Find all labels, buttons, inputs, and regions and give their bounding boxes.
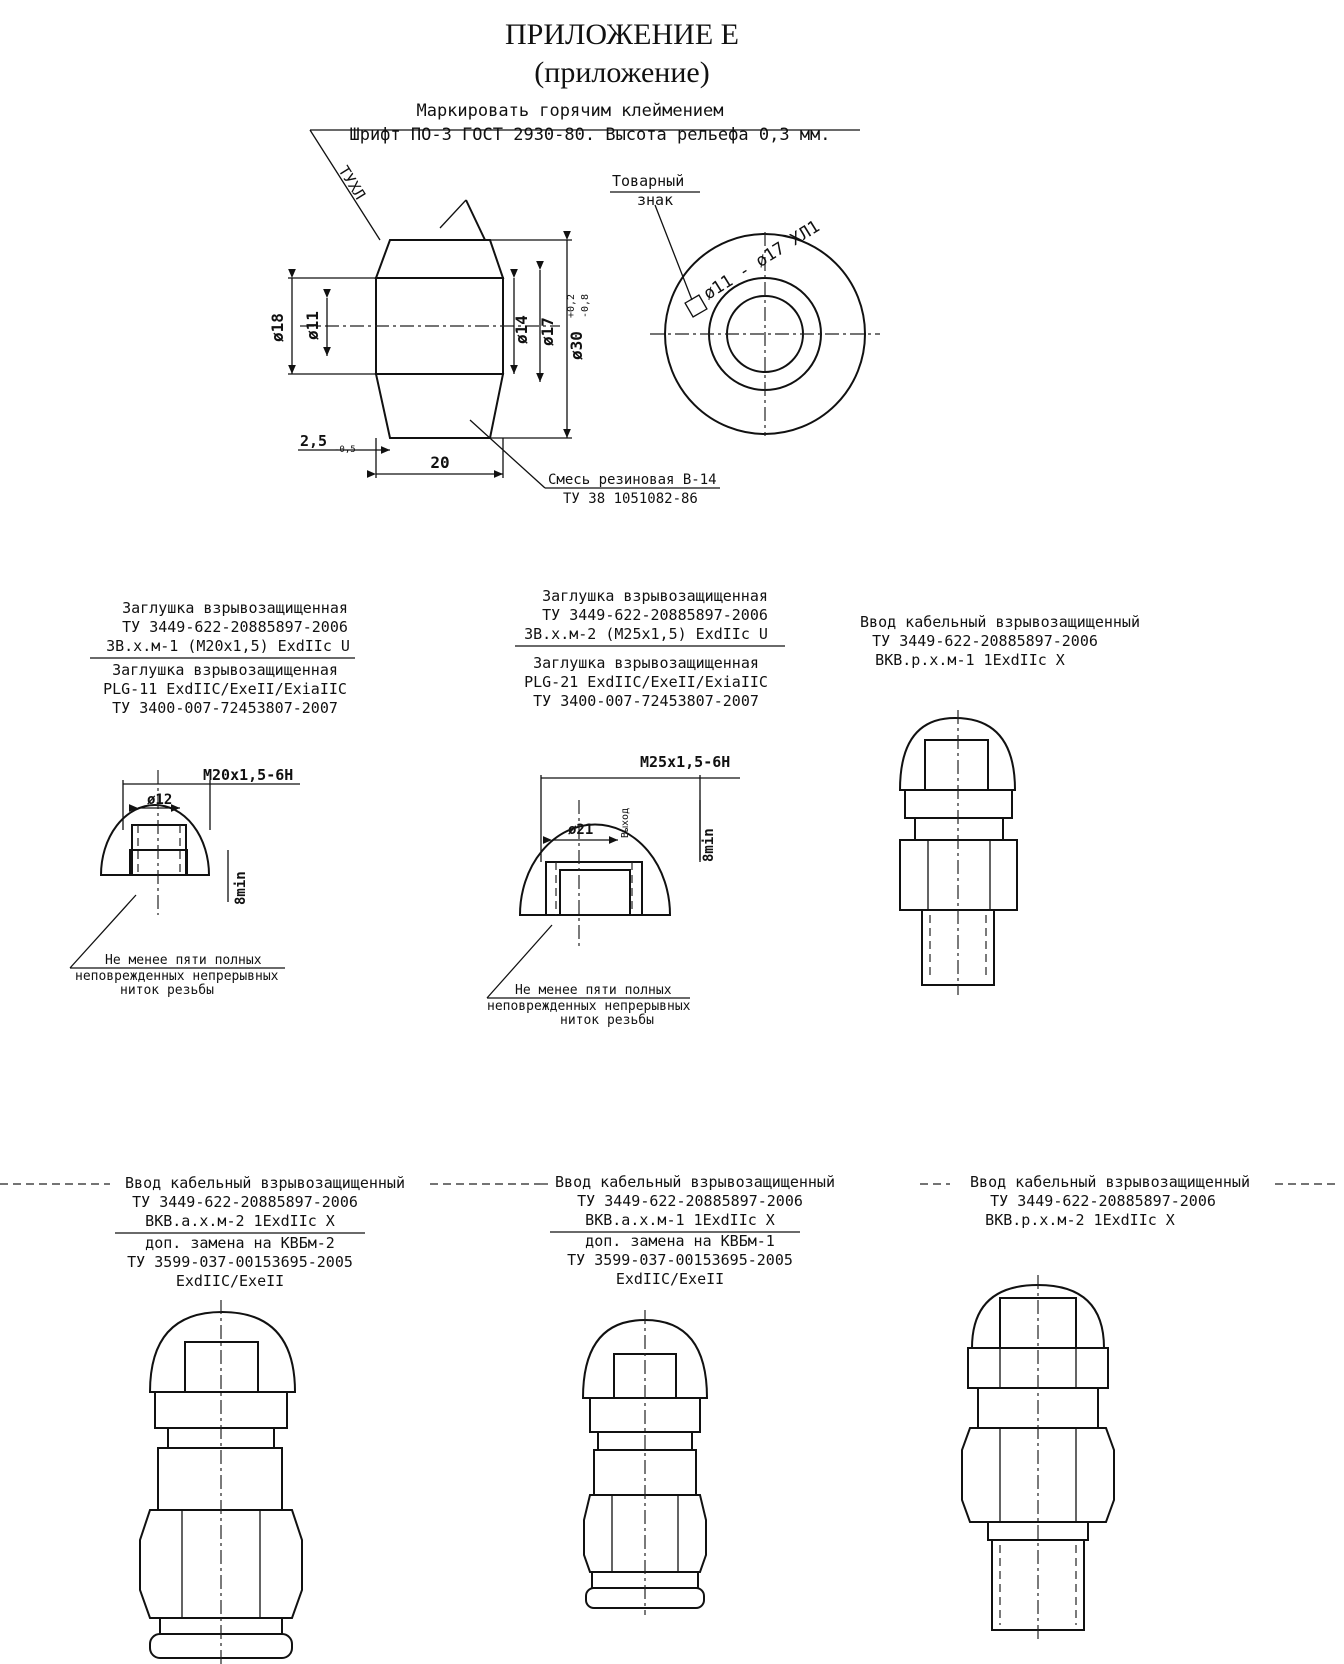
entry3-cap <box>581 1318 709 1399</box>
cable-entry-4-drawing: Ввод кабельный взрывозащищенный ТУ 3449-… <box>920 1173 1335 1640</box>
entry4-title1: Ввод кабельный взрывозащищенный <box>970 1173 1250 1191</box>
cap1-title2: ТУ 3449-622-20885897-2006 <box>122 618 348 636</box>
cap2-dia: ø21 <box>568 822 593 838</box>
entry1-hex-body <box>899 839 1018 911</box>
entry2-title2: ТУ 3449-622-20885897-2006 <box>132 1193 358 1211</box>
entry1-title2: ТУ 3449-622-20885897-2006 <box>872 632 1098 650</box>
cap1-leader <box>69 894 137 969</box>
entry3-title2: ТУ 3449-622-20885897-2006 <box>577 1192 803 1210</box>
dim-d17: ø17 <box>538 317 557 346</box>
entry2-alt3: ExdIIC/ExeII <box>176 1272 284 1290</box>
cap1-min-depth: 8min <box>233 871 249 905</box>
cap2-title3: ЗВ.х.м-2 (М25х1,5) ExdIIc U <box>524 625 768 643</box>
dim-d30-tol-lower: -0,8 <box>580 294 591 318</box>
appendix-title: ПРИЛОЖЕНИЕ Е <box>505 18 739 51</box>
cap1-title1: Заглушка взрывозащищенная <box>122 599 348 617</box>
cap2-min-depth: 8min <box>701 828 717 862</box>
cap2-alt1: Заглушка взрывозащищенная <box>533 654 759 672</box>
entry3-alt3: ExdIIC/ExeII <box>616 1270 724 1288</box>
entry4-title3: ВКВ.р.х.м-2 1ExdIIc X <box>985 1211 1175 1229</box>
dim-chamfer-tol: -0,5 <box>334 445 356 455</box>
entry4-hex-body <box>961 1427 1115 1523</box>
marking-note-line2: Шрифт ПО-3 ГОСТ 2930-80. Высота рельефа … <box>349 125 830 145</box>
cable-entry-3-drawing: Ввод кабельный взрывозащищенный ТУ 3449-… <box>540 1173 835 1615</box>
ring-marking: ø11 - ø17 ХЛ1 <box>700 217 823 304</box>
entry1-title1: Ввод кабельный взрывозащищенный <box>860 613 1140 631</box>
entry2-cap <box>148 1310 297 1393</box>
cap2-title2: ТУ 3449-622-20885897-2006 <box>542 606 768 624</box>
dim-length: 20 <box>430 453 449 472</box>
cap2-note1: Не менее пяти полных <box>515 983 672 998</box>
cap2-undercut: Выход <box>620 808 631 838</box>
marking-leader-line <box>309 129 381 241</box>
cap1-alt3: ТУ 3400-007-72453807-2007 <box>112 699 338 717</box>
cap1-note1: Не менее пяти полных <box>105 953 262 968</box>
entry4-title2: ТУ 3449-622-20885897-2006 <box>990 1192 1216 1210</box>
dim-d14: ø14 <box>512 315 531 344</box>
dim-d30-tol-upper: +0,2 <box>566 294 577 318</box>
dim-d11: ø11 <box>303 311 322 340</box>
cap2-body <box>518 823 672 916</box>
entry2-hex-body <box>139 1509 303 1619</box>
cap2-alt3: ТУ 3400-007-72453807-2007 <box>533 692 759 710</box>
cap2-thread <box>545 861 643 916</box>
seal-section-lower <box>374 373 505 439</box>
marking-note-line1: Маркировать горячим клеймением <box>416 101 723 121</box>
cap2-note2: неповрежденных непрерывных <box>487 999 691 1014</box>
rubber-seal-drawing: Маркировать горячим клеймением Шрифт ПО-… <box>268 101 880 507</box>
cap1-dia: ø12 <box>147 792 172 808</box>
entry1-title3: ВКВ.р.х.м-1 1ExdIIc X <box>875 651 1065 669</box>
cable-entry-2-drawing: Ввод кабельный взрывозащищенный ТУ 3449-… <box>0 1174 540 1664</box>
material-leader <box>469 419 546 489</box>
entry1-cap <box>898 716 1017 791</box>
trademark-leader <box>654 204 693 301</box>
seal-chamfer-mark <box>465 199 486 241</box>
dim-chamfer: 2,5 <box>300 432 327 450</box>
entry3-title3: ВКВ.а.х.м-1 1ExdIIc X <box>585 1211 775 1229</box>
trademark-symbol <box>684 294 708 318</box>
cap1-note3: ниток резьбы <box>120 983 214 998</box>
trademark-line1: Товарный <box>612 172 684 190</box>
cap2-thread-spec: М25х1,5-6Н <box>640 753 730 771</box>
entry2-alt2: ТУ 3599-037-00153695-2005 <box>127 1253 353 1271</box>
material-line1: Смесь резиновая В-14 <box>548 472 717 488</box>
cap1-alt2: PLG-11 ExdIIC/ExeII/ExiaIIC <box>103 680 347 698</box>
cap2-note3: ниток резьбы <box>560 1013 654 1028</box>
marking-code: ТУХЛ <box>335 163 369 203</box>
entry3-alt1: доп. замена на КВБм-1 <box>585 1232 775 1250</box>
dim-d18: ø18 <box>268 313 287 342</box>
cap1-body <box>99 804 211 876</box>
trademark-line2: знак <box>637 191 673 209</box>
entry3-alt2: ТУ 3599-037-00153695-2005 <box>567 1251 793 1269</box>
cap2-title1: Заглушка взрывозащищенная <box>542 587 768 605</box>
cap2-alt2: PLG-21 ExdIIC/ExeII/ExiaIIC <box>524 673 768 691</box>
cap2-leader <box>486 924 553 999</box>
cap-1-drawing: Заглушка взрывозащищенная ТУ 3449-622-20… <box>69 599 355 998</box>
cap1-note2: неповрежденных непрерывных <box>75 969 279 984</box>
cable-entry-1-drawing: Ввод кабельный взрывозащищенный ТУ 3449-… <box>860 613 1140 995</box>
entry2-title3: ВКВ.а.х.м-2 1ExdIIc X <box>145 1212 335 1230</box>
cap1-alt1: Заглушка взрывозащищенная <box>112 661 338 679</box>
entry2-alt1: доп. замена на КВБм-2 <box>145 1234 335 1252</box>
cap1-title3: ЗВ.х.м-1 (М20х1,5) ExdIIc U <box>106 637 350 655</box>
cap1-thread <box>131 824 187 876</box>
cap1-thread-spec: М20х1,5-6Н <box>203 766 293 784</box>
material-line2: ТУ 38 1051082-86 <box>563 491 698 507</box>
dim-d30: ø30 <box>567 331 586 360</box>
seal-section-upper <box>374 239 505 279</box>
appendix-subtitle: (приложение) <box>534 56 709 89</box>
entry2-title1: Ввод кабельный взрывозащищенный <box>125 1174 405 1192</box>
entry3-title1: Ввод кабельный взрывозащищенный <box>555 1173 835 1191</box>
cap-2-drawing: Заглушка взрывозащищенная ТУ 3449-622-20… <box>486 587 785 1028</box>
entry3-hex-body <box>583 1494 707 1573</box>
